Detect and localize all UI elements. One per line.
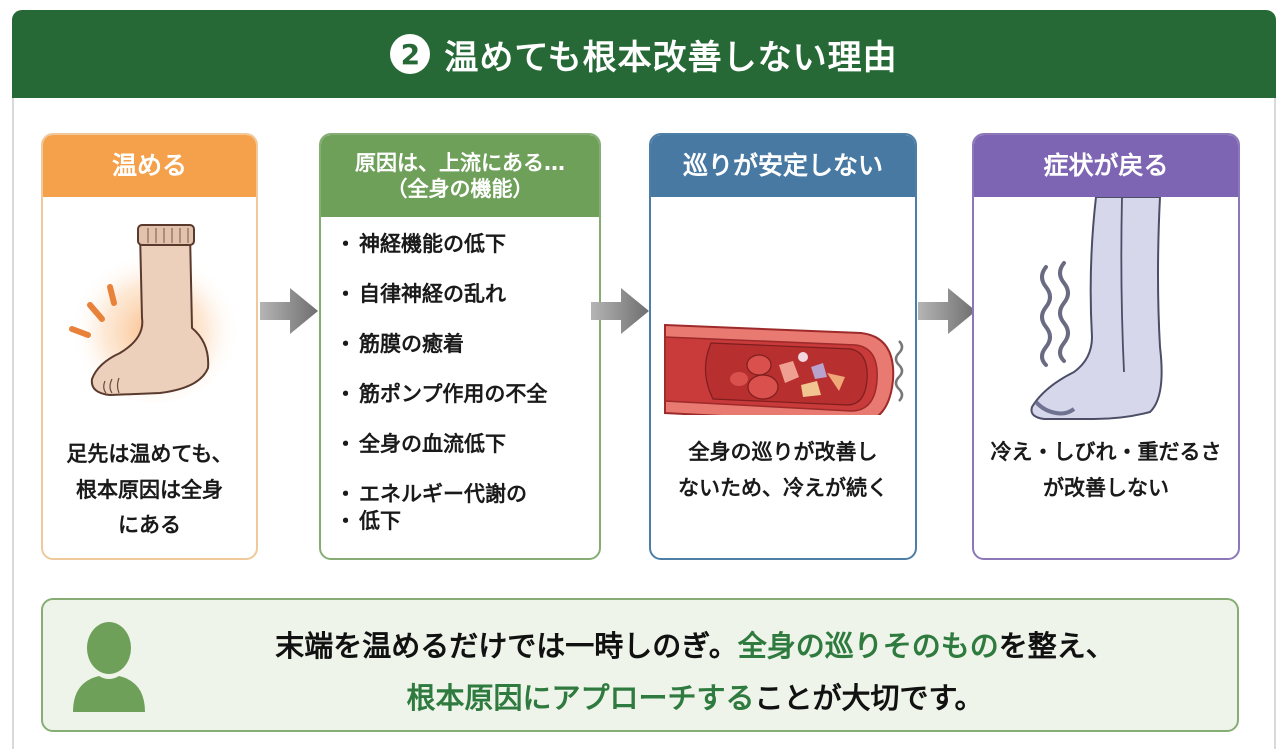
summary-line-2: 根本原因にアプローチすることが大切です。 [406,681,984,715]
cause-item: 筋ポンプ作用の不全 [335,381,599,408]
warm-sock-foot-icon [68,224,240,403]
card-header: 症状が戻る [974,135,1238,197]
card-caption: 全身の巡りが改善し ないため、冷えが続く [678,440,888,500]
card-symptoms-return: 症状が戻る 冷え・しびれ・重だるさ が改善しない [972,133,1240,560]
cause-item: 神経機能の低下 [335,231,599,258]
cause-item: エネルギー代謝の [335,481,599,508]
summary-text: 末端を温めるだけでは一時しのぎ。全身の巡りそのものを整え、 根本原因にアプローチ… [173,620,1217,724]
cold-shivering-foot-icon [1030,197,1163,420]
arrow-right-icon [591,288,649,334]
cause-list: 神経機能の低下 自律神経の乱れ 筋膜の癒着 筋ポンプ作用の不全 全身の血流低下 … [321,217,599,535]
cause-item: 自律神経の乱れ [335,281,599,308]
summary-box: 末端を温めるだけでは一時しのぎ。全身の巡りそのものを整え、 根本原因にアプローチ… [41,598,1239,732]
cause-item-continuation: 低下 [335,508,599,535]
person-icon [73,622,145,712]
title-bar: 2 温めても根本改善しない理由 [12,10,1276,98]
card-warming: 温める 足先は温めても、 根本原因は全身 にある [41,133,258,560]
summary-line-1: 末端を温めるだけでは一時しのぎ。全身の巡りそのものを整え、 [275,629,1115,663]
card-header: 巡りが安定しない [651,135,915,197]
arrow-right-icon [918,288,976,334]
card-upstream-causes: 原因は、上流にある… （全身の機能） 神経機能の低下 自律神経の乱れ 筋膜の癒着… [319,133,601,560]
card-caption: 冷え・しびれ・重だるさ が改善しない [990,440,1222,500]
card-header: 温める [43,135,256,197]
card-circulation-unstable: 巡りが安定しない 全身の巡りが改善し ないため、冷えが続く [649,133,917,560]
step-number-badge: 2 [390,34,431,74]
page-title: 温めても根本改善しない理由 [444,37,898,78]
clogged-blood-vessel-icon [664,323,904,415]
card-caption: 足先は温めても、 根本原因は全身 にある [66,442,233,538]
card-header: 原因は、上流にある… （全身の機能） [321,135,599,217]
cause-item: 筋膜の癒着 [335,331,599,358]
cause-item: 全身の血流低下 [335,431,599,458]
arrow-right-icon [260,288,318,334]
